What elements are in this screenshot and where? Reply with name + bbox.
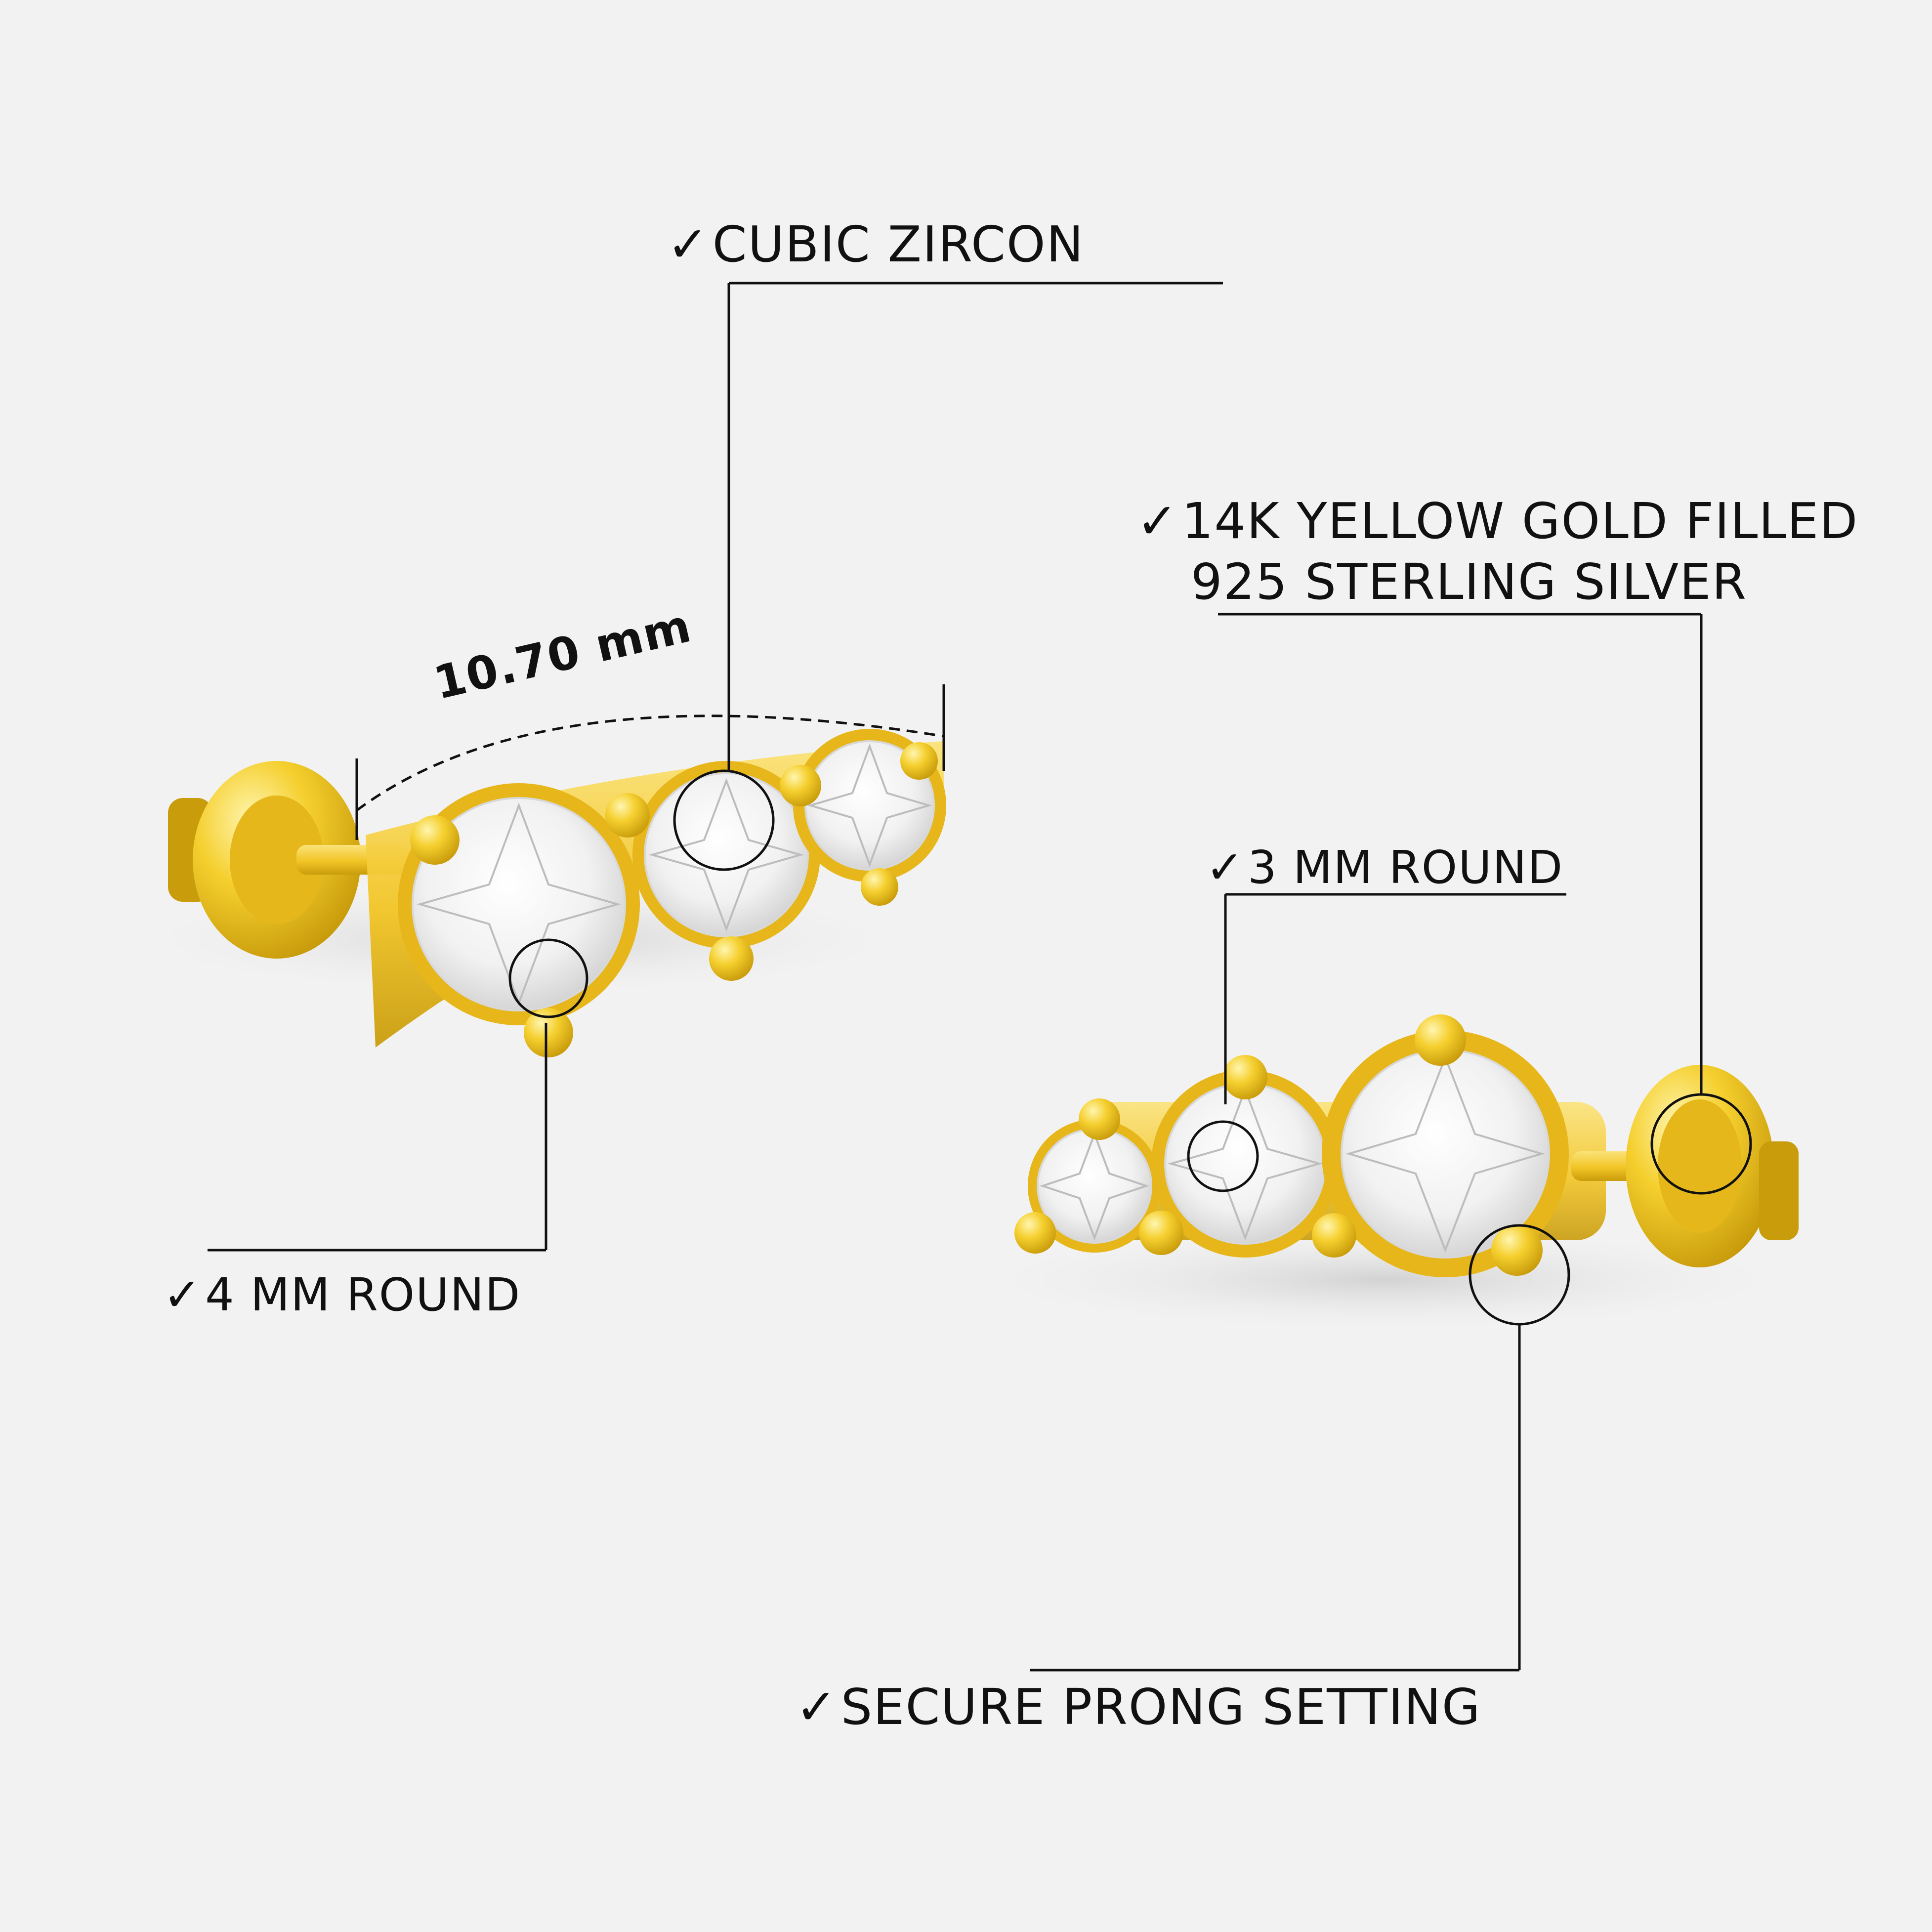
secure-prong-label: ✓SECURE PRONG SETTING xyxy=(796,1678,1481,1736)
callout-cubic-zircon-leader xyxy=(673,282,1223,871)
check-icon: ✓ xyxy=(667,215,710,273)
callout-3mm-leader xyxy=(1187,893,1566,1192)
right-stone-small xyxy=(1028,1119,1161,1253)
callout-prong-leader xyxy=(1030,1224,1570,1672)
gold-filled-label-line1: ✓14K YELLOW GOLD FILLED xyxy=(1136,492,1859,550)
right-earring-back xyxy=(1571,1065,1799,1267)
check-icon: ✓ xyxy=(163,1268,203,1321)
dimension-indicator xyxy=(355,684,945,840)
left-earring-back xyxy=(168,761,410,959)
cubic-zircon-label: ✓CUBIC ZIRCON xyxy=(667,215,1085,273)
check-icon: ✓ xyxy=(1206,841,1245,894)
left-stone-medium xyxy=(632,761,820,949)
left-earring xyxy=(114,729,946,1057)
gold-filled-label-line2: 925 STERLING SILVER xyxy=(1191,553,1747,611)
left-prongs xyxy=(410,742,938,1057)
right-prongs xyxy=(1014,1014,1543,1276)
right-stone-large xyxy=(1322,1030,1569,1277)
right-stone-medium xyxy=(1151,1070,1339,1258)
three-mm-label: ✓3 MM ROUND xyxy=(1206,841,1564,894)
four-mm-label: ✓4 MM ROUND xyxy=(163,1268,521,1321)
callout-4mm-leader xyxy=(208,938,588,1252)
dimension-arc xyxy=(356,714,944,812)
check-icon: ✓ xyxy=(1136,492,1179,550)
check-icon: ✓ xyxy=(796,1678,838,1736)
right-earring xyxy=(954,1014,1813,1334)
callout-gold-leader xyxy=(1218,613,1752,1195)
